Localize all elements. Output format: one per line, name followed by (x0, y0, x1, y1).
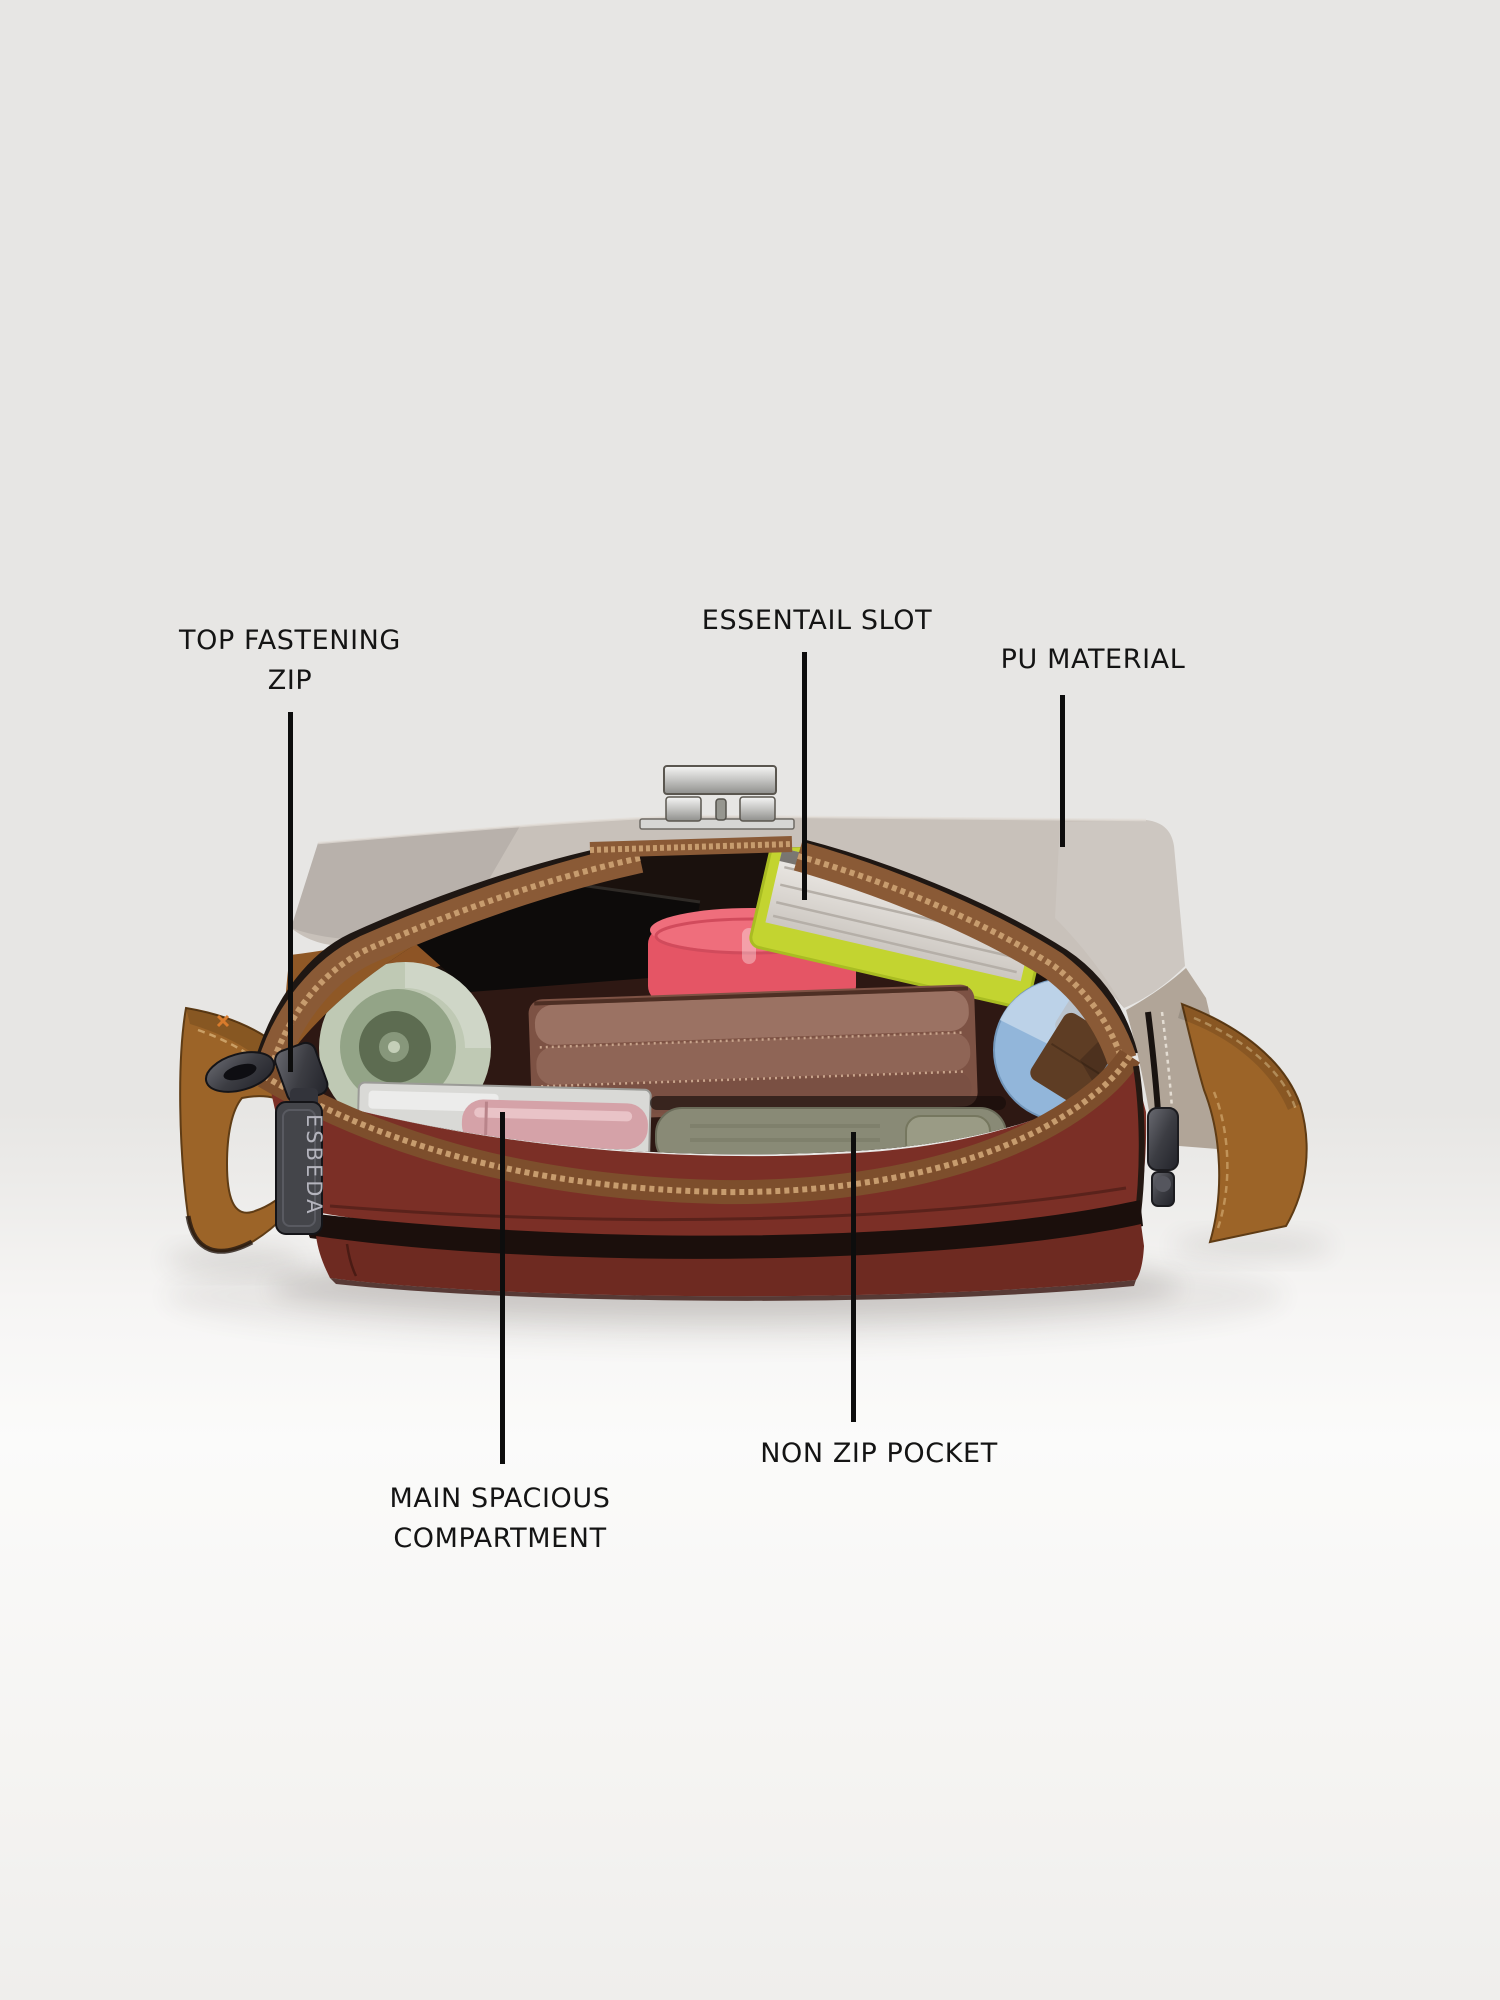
right-strap (1178, 1002, 1308, 1244)
annotation-top-fastening-zip: TOP FASTENING ZIP (120, 621, 460, 701)
annotation-non-zip-pocket: NON ZIP POCKET (719, 1434, 1039, 1474)
annotation-text-line: PU MATERIAL (1000, 644, 1186, 675)
wallet (528, 984, 978, 1122)
annotation-line-non-zip-pocket (851, 1132, 856, 1422)
zip-pull-brand-text: ESBEDA (302, 1114, 326, 1216)
annotation-line-pu-material (1060, 695, 1065, 847)
strap-stitch-mark (216, 1014, 230, 1028)
annotation-text-line: MAIN SPACIOUS (389, 1483, 611, 1514)
top-zipper (257, 836, 1138, 1071)
clasp-lock (639, 765, 795, 830)
non-zip-front-pocket (316, 1224, 1144, 1297)
annotation-line-essential-slot (802, 652, 807, 900)
annotation-text-line: TOP FASTENING (179, 625, 401, 656)
bag-front (257, 1049, 1147, 1301)
annotation-text-line: ZIP (267, 665, 313, 696)
annotation-text-line: NON ZIP POCKET (760, 1438, 998, 1469)
annotation-pu-material: PU MATERIAL (933, 640, 1253, 680)
annotation-essential-slot: ESSENTAIL SLOT (657, 601, 977, 641)
annotation-line-main-spacious-compartment (500, 1112, 505, 1464)
annotation-line-top-fastening-zip (288, 712, 293, 1072)
annotation-main-spacious-compartment: MAIN SPACIOUS COMPARTMENT (340, 1479, 660, 1559)
annotation-text-line: ESSENTAIL SLOT (701, 605, 933, 636)
annotation-text-line: COMPARTMENT (393, 1523, 607, 1554)
zip-pull-tag: ESBEDA (275, 1101, 326, 1235)
right-strap-hardware (1147, 1107, 1179, 1207)
front-piping (300, 1200, 1143, 1261)
bag-flap (291, 814, 1185, 1008)
